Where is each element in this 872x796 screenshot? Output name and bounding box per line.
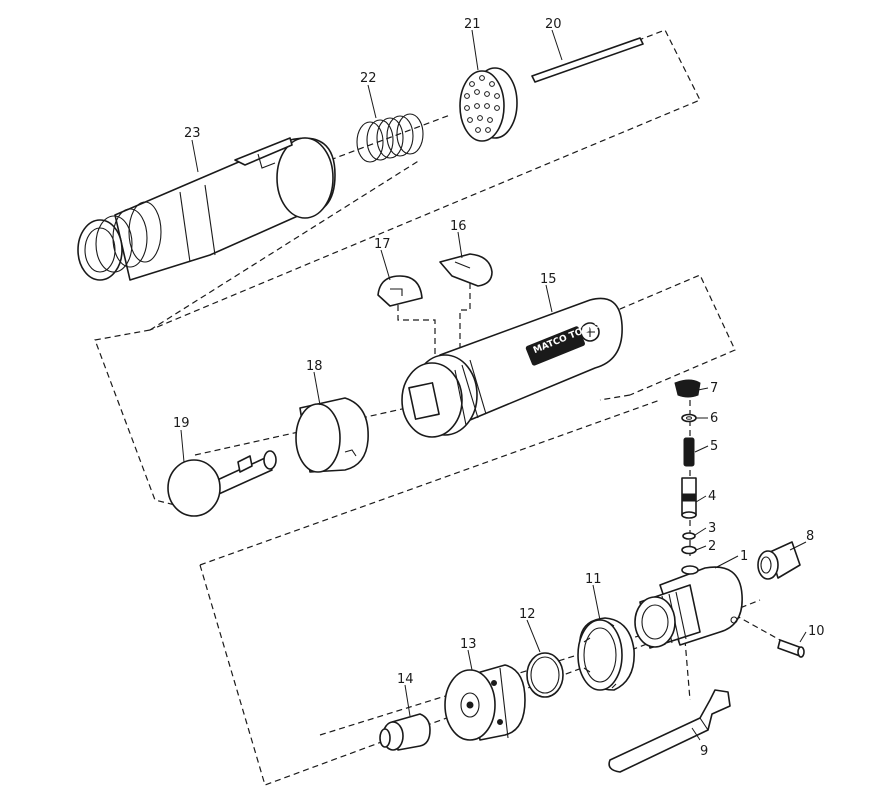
part-2-oring	[681, 545, 697, 555]
part-7-cap	[674, 379, 701, 398]
callout-18: 18	[306, 359, 323, 374]
callout-8: 8	[806, 529, 814, 544]
part-11-nut	[577, 617, 635, 691]
callout-15: 15	[540, 272, 557, 287]
part-20-pin	[531, 37, 644, 83]
callout-9: 9	[700, 744, 708, 759]
callout-1: 1	[740, 549, 748, 564]
part-17-half-cap	[377, 275, 423, 307]
part-15-handle: MATCO TOOLS	[401, 297, 623, 438]
part-18-sleeve	[295, 397, 369, 473]
part-14-end-plug	[379, 713, 431, 751]
part-16-half-cap	[439, 253, 493, 287]
assembly-lines	[94, 29, 781, 786]
callout-2: 2	[708, 539, 716, 554]
disc-holes	[464, 75, 500, 133]
callout-23: 23	[184, 126, 201, 141]
part-4-valve	[681, 477, 697, 519]
callout-7: 7	[710, 381, 718, 396]
callout-20: 20	[545, 17, 562, 32]
callout-13: 13	[460, 637, 477, 652]
part-19-trigger	[167, 450, 277, 517]
valve-parts	[674, 379, 701, 555]
callout-10: 10	[808, 624, 825, 639]
callout-22: 22	[360, 71, 377, 86]
leader-lines	[180, 29, 807, 741]
part-5-spring	[683, 437, 695, 467]
callout-16: 16	[450, 219, 467, 234]
part-3-oring	[682, 532, 696, 540]
callout-6: 6	[710, 411, 718, 426]
callout-14: 14	[397, 672, 414, 687]
callout-4: 4	[708, 489, 716, 504]
callout-numbers: 20 21 22 23 16 17 15 18 19 7 6 5 4 3 2 1…	[173, 17, 825, 759]
callout-5: 5	[710, 439, 718, 454]
part-22-spring	[356, 113, 424, 163]
callout-21: 21	[464, 17, 481, 32]
part-6-washer	[681, 413, 697, 423]
callout-3: 3	[708, 521, 716, 536]
callout-17: 17	[374, 237, 391, 252]
part-21-perforated-disc	[459, 67, 518, 142]
callout-19: 19	[173, 416, 190, 431]
part-23-barrel	[77, 137, 336, 281]
part-12-ring	[526, 652, 564, 698]
part-1-housing	[634, 565, 743, 649]
callout-11: 11	[585, 572, 602, 587]
callout-12: 12	[519, 607, 536, 622]
part-13-head	[444, 664, 526, 741]
part-10-pin	[777, 639, 805, 658]
part-8-inlet-fitting	[757, 541, 801, 580]
part-9-lever	[608, 689, 731, 773]
